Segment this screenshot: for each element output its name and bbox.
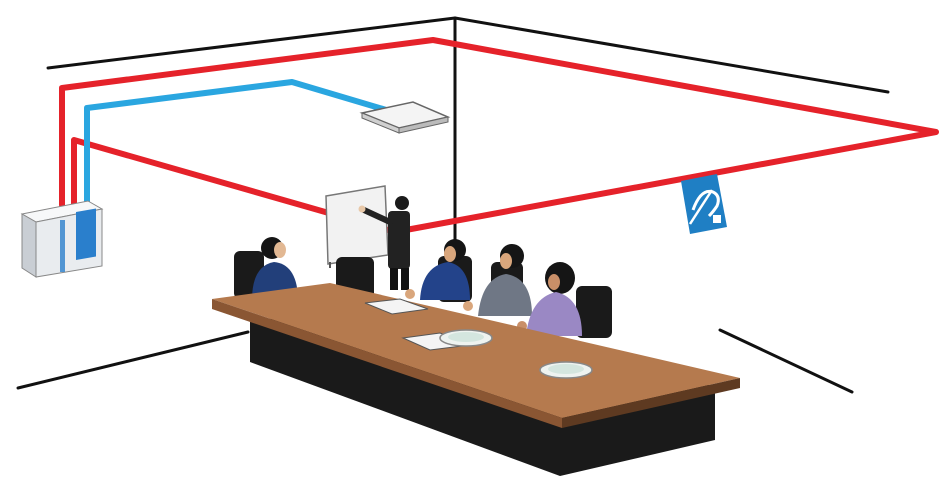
conference-table xyxy=(212,283,740,476)
meeting-attendee-icon xyxy=(405,239,470,300)
floor-edge-left xyxy=(18,332,248,388)
flipchart-icon xyxy=(326,186,388,268)
induction-loop-amplifier-icon xyxy=(22,201,102,277)
loop-cable xyxy=(62,40,936,232)
hearing-loop-sign-icon xyxy=(681,174,727,234)
loop-cable-outer xyxy=(62,40,936,232)
